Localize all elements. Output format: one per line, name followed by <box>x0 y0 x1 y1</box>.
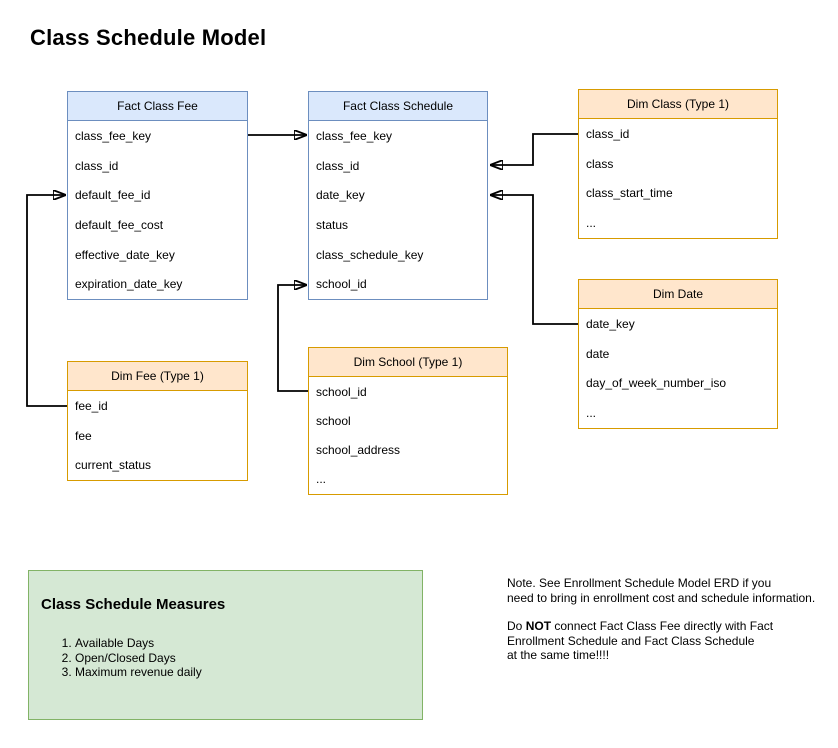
field-row: ... <box>316 472 327 487</box>
entity-fields: class_fee_key class_id date_key status c… <box>309 121 487 299</box>
note-paragraph-1: Note. See Enrollment Schedule Model ERD … <box>507 576 816 605</box>
entity-title: Fact Class Schedule <box>309 92 487 121</box>
entity-dim-class[interactable]: Dim Class (Type 1) class_id class class_… <box>578 89 778 239</box>
edge-dimclass-to-factschedule[interactable] <box>491 133 578 165</box>
field-row: effective_date_key <box>75 247 175 262</box>
field-row: default_fee_id <box>75 188 151 203</box>
measure-item: Available Days <box>75 636 410 651</box>
measure-item: Maximum revenue daily <box>75 665 410 680</box>
field-row: class_id <box>586 126 630 141</box>
entity-fact-class-fee[interactable]: Fact Class Fee class_fee_key class_id de… <box>67 91 248 300</box>
entity-dim-fee[interactable]: Dim Fee (Type 1) fee_id fee current_stat… <box>67 361 248 481</box>
field-row: ... <box>586 216 597 231</box>
field-row: fee_id <box>75 398 108 413</box>
note-rest: connect Fact Class Fee directly with Fac… <box>507 619 774 662</box>
entity-fields: class_id class class_start_time ... <box>579 119 777 238</box>
entity-title: Dim School (Type 1) <box>309 348 507 377</box>
edge-dimschool-to-factschedule[interactable] <box>277 285 308 392</box>
field-row: class_id <box>316 158 360 173</box>
entity-fields: school_id school school_address ... <box>309 377 507 494</box>
entity-title: Dim Class (Type 1) <box>579 90 777 119</box>
field-row: date_key <box>316 188 365 203</box>
entity-fields: date_key date day_of_week_number_iso ... <box>579 309 777 428</box>
edge-dimfee-to-factfee[interactable] <box>26 195 67 407</box>
field-row: class_id <box>75 158 119 173</box>
field-row: date <box>586 346 610 361</box>
page-title: Class Schedule Model <box>30 25 267 50</box>
note-do: Do <box>507 619 526 633</box>
field-row: school <box>316 413 351 428</box>
field-row: default_fee_cost <box>75 217 164 232</box>
field-row: status <box>316 217 349 232</box>
field-row: class <box>586 156 614 171</box>
entity-dim-date[interactable]: Dim Date date_key date day_of_week_numbe… <box>578 279 778 429</box>
note-paragraph-2: Do NOT connect Fact Class Fee directly w… <box>507 619 838 663</box>
entity-fact-class-schedule[interactable]: Fact Class Schedule class_fee_key class_… <box>308 91 488 300</box>
entity-title: Dim Date <box>579 280 777 309</box>
field-row: day_of_week_number_iso <box>586 376 727 391</box>
entity-fields: fee_id fee current_status <box>68 391 247 480</box>
field-row: expiration_date_key <box>75 277 183 292</box>
field-row: date_key <box>586 316 635 331</box>
field-row: school_address <box>316 443 401 458</box>
field-row: class_fee_key <box>316 128 393 143</box>
field-row: school_id <box>316 277 367 292</box>
field-row: fee <box>75 428 92 443</box>
measure-item: Open/Closed Days <box>75 651 410 666</box>
field-row: class_schedule_key <box>316 247 424 262</box>
measures-box[interactable]: Class Schedule Measures Available Days O… <box>28 570 423 720</box>
note-not-bold: NOT <box>525 619 552 633</box>
entity-dim-school[interactable]: Dim School (Type 1) school_id school sch… <box>308 347 508 495</box>
measures-title: Class Schedule Measures <box>41 596 226 613</box>
entity-title: Fact Class Fee <box>68 92 247 121</box>
field-row: class_start_time <box>586 186 673 201</box>
measures-list: Available Days Open/Closed Days Maximum … <box>41 636 410 680</box>
edge-dimdate-to-factschedule[interactable] <box>491 195 578 325</box>
field-row: school_id <box>316 384 367 399</box>
entity-title: Dim Fee (Type 1) <box>68 362 247 391</box>
field-row: current_status <box>75 458 152 473</box>
field-row: ... <box>586 406 597 421</box>
entity-fields: class_fee_key class_id default_fee_id de… <box>68 121 247 299</box>
note-text: Note. See Enrollment Schedule Model ERD … <box>507 576 838 663</box>
field-row: class_fee_key <box>75 128 152 143</box>
